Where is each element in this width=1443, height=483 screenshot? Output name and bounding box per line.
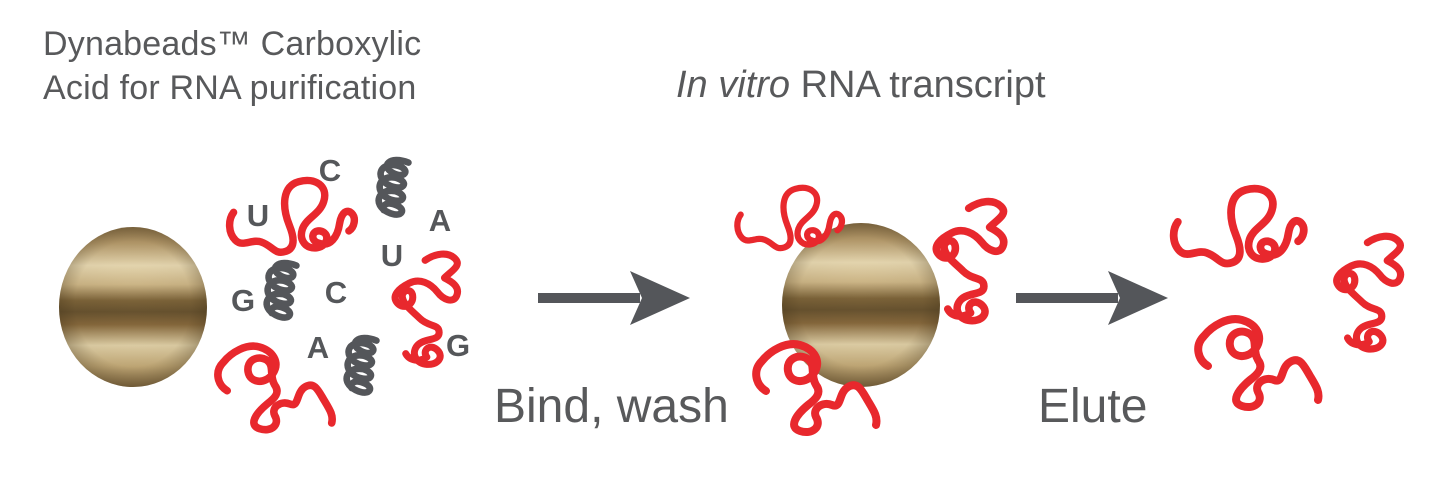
bind-wash-arrow-icon xyxy=(538,271,690,325)
bead-with-bound-rna xyxy=(700,165,1020,455)
transcript-title-italic: In vitro xyxy=(676,64,791,106)
oligo-coil-icon xyxy=(267,263,297,317)
dynabead-icon xyxy=(782,223,940,387)
nucleotide-letter: A xyxy=(307,330,329,365)
nucleotide-letter: U xyxy=(247,198,269,233)
nucleotide-letter: G xyxy=(231,283,255,318)
nucleotide-letter: C xyxy=(325,275,347,310)
product-title-line1: Dynabeads™ Carboxylic xyxy=(43,25,422,63)
step2-label: Elute xyxy=(1038,380,1148,433)
elute-arrow-icon xyxy=(1016,271,1168,325)
dynabead-icon xyxy=(59,227,207,387)
rna-strand-icon xyxy=(1174,189,1304,264)
eluted-rna-cluster xyxy=(1160,178,1425,413)
nucleotide-letter: C xyxy=(319,153,341,188)
rna-strand-icon xyxy=(1337,236,1401,349)
rna-strand-icon xyxy=(737,188,842,248)
nucleotide-letter: A xyxy=(429,203,451,238)
oligo-coil-icon xyxy=(379,160,409,214)
rna-strand-icon xyxy=(936,202,1003,321)
free-rna-cluster: C U A U G C A G xyxy=(210,153,470,455)
product-title: Dynabeads™ Carboxylic Acid for RNA purif… xyxy=(43,22,421,110)
step1-label: Bind, wash xyxy=(494,380,729,433)
nucleotide-letter: G xyxy=(446,328,470,363)
oligo-coil-icon xyxy=(347,338,377,392)
nucleotide-letter: U xyxy=(381,238,403,273)
transcript-title: In vitro RNA transcript xyxy=(676,64,1046,106)
rna-strand-icon xyxy=(1198,319,1318,407)
product-title-line2: Acid for RNA purification xyxy=(43,69,417,107)
transcript-title-rest: RNA transcript xyxy=(790,64,1046,106)
